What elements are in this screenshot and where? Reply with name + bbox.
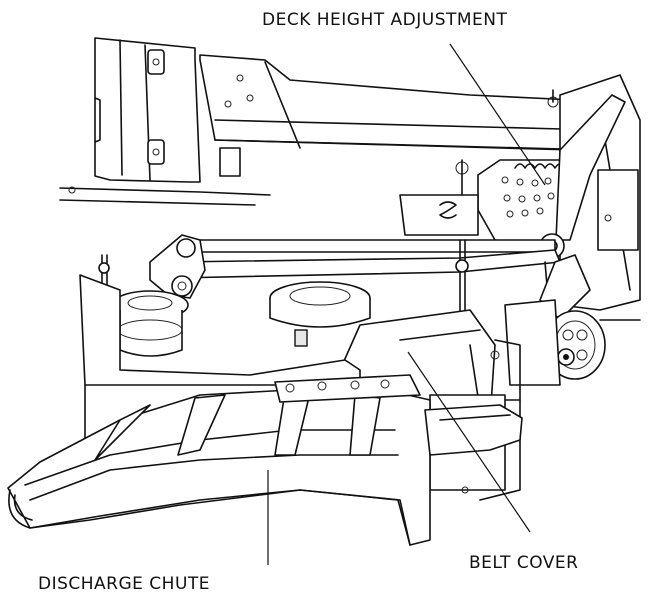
frame-top-left-bracket [59,37,271,206]
leader-deck-height [449,43,546,186]
deck-height-adjustment-assembly [399,94,626,259]
frame-top-rail [199,54,601,177]
caster-wheel [504,299,641,386]
center-spindle-pulley [269,281,371,347]
discharge-chute [7,374,431,546]
callout-discharge-chute: DISCHARGE CHUTE [38,574,211,594]
left-spindle-pulley [111,290,189,357]
callout-belt-cover: BELT COVER [469,553,579,573]
linkage-rods [98,234,591,356]
deflector-arm [424,404,523,456]
leader-belt-cover [407,351,531,533]
callout-deck-height-adjustment: DECK HEIGHT ADJUSTMENT [262,10,508,30]
